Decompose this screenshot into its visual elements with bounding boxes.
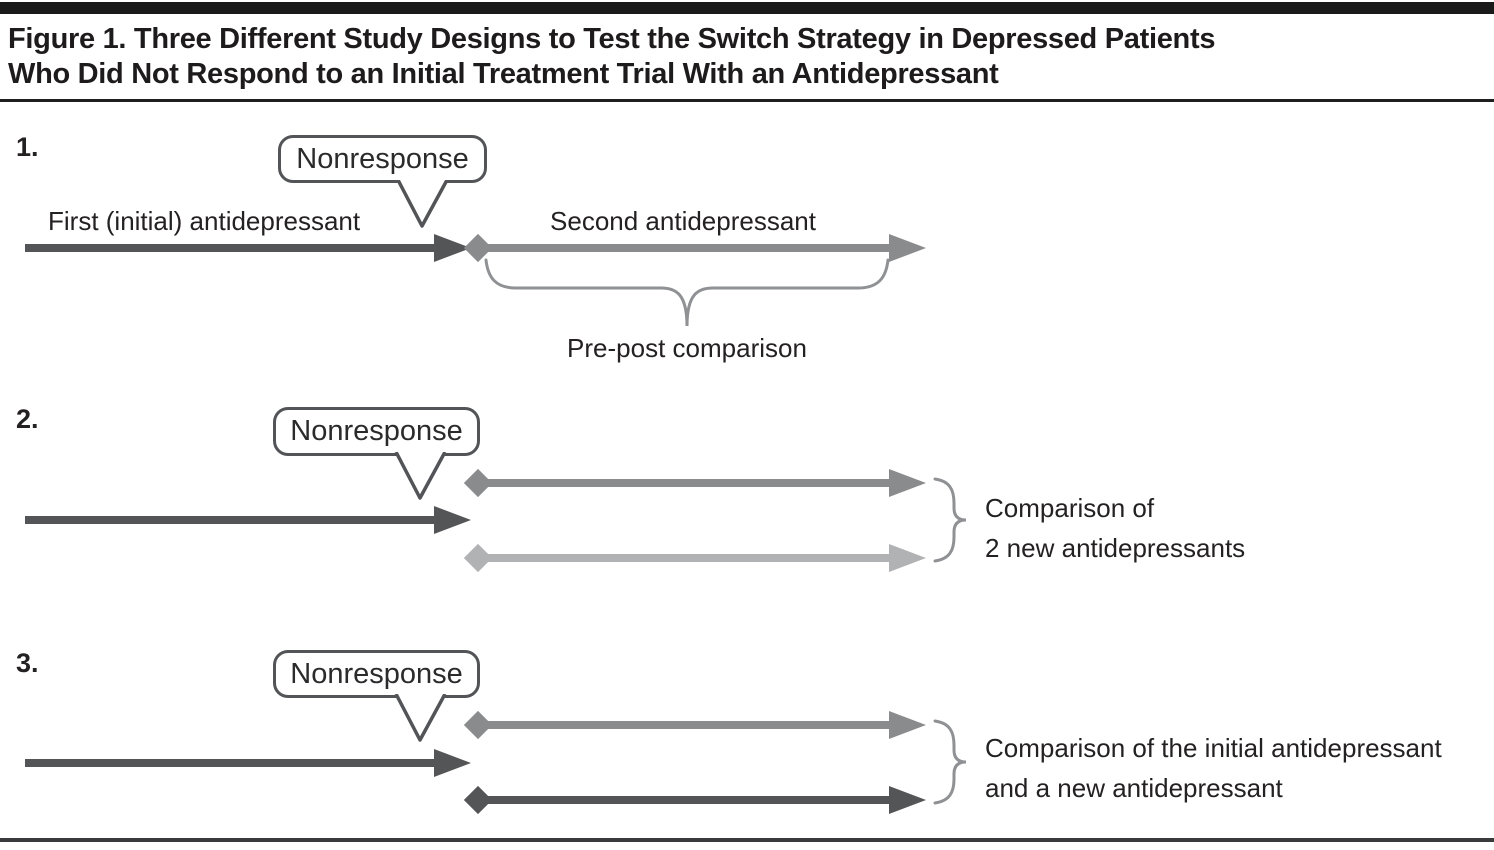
figure-title: Figure 1. Three Different Study Designs …	[8, 22, 1215, 92]
design-3-new-antidepressant-arrow	[487, 721, 889, 729]
design-1-nonresponse-label: Nonresponse	[296, 142, 469, 175]
design-1-first-arrow-label: First (initial) antidepressant	[48, 206, 361, 236]
design-3-initial-arrowhead-icon	[434, 749, 471, 777]
design-3-number: 3.	[16, 648, 39, 678]
design-1-initial-antidepressant-arrow	[25, 244, 434, 252]
design-3-callout-pointer-icon	[394, 694, 447, 742]
design-3-nonresponse-label: Nonresponse	[290, 657, 463, 690]
design-3-comparison-line1: Comparison of the initial antidepressant	[985, 733, 1442, 763]
design-1-prepost-brace	[484, 258, 890, 327]
design-3-comparison-line2: and a new antidepressant	[985, 773, 1283, 803]
design-2-callout-pointer-icon	[394, 452, 447, 500]
design-3-lower-arrowhead-icon	[889, 786, 926, 814]
figure-title-line1: Figure 1. Three Different Study Designs …	[8, 23, 1216, 55]
design-3-upper-arrowhead-icon	[889, 711, 926, 739]
design-1-number: 1.	[16, 132, 39, 162]
design-3-initial-antidepressant-arrow	[25, 759, 434, 767]
title-divider	[0, 99, 1494, 102]
design-2-comparison-line2: 2 new antidepressants	[985, 533, 1246, 563]
design-1-second-arrowhead-icon	[889, 234, 926, 262]
design-2-nonresponse-label: Nonresponse	[290, 415, 463, 447]
design-2-comparison-brace	[933, 477, 967, 563]
design-2-initial-arrowhead-icon	[434, 506, 471, 534]
design-2-comparison-label: Comparison of 2 new antidepressants	[985, 488, 1245, 568]
design-2-comparison-line1: Comparison of	[985, 493, 1155, 523]
figure-title-line2: Who Did Not Respond to an Initial Treatm…	[8, 58, 999, 90]
top-border-bar	[0, 2, 1494, 14]
design-3-comparison-brace	[933, 719, 967, 805]
design-1-nonresponse-callout: Nonresponse	[278, 135, 487, 183]
design-2-number: 2.	[16, 404, 39, 434]
design-3-continued-initial-arrow	[487, 796, 889, 804]
design-2-new-antidepressant-1-arrow	[487, 479, 889, 487]
design-2-upper-arrowhead-icon	[889, 469, 926, 497]
design-1-second-antidepressant-arrow	[487, 244, 889, 252]
design-2-new-antidepressant-2-arrow	[487, 554, 889, 562]
design-2-lower-arrowhead-icon	[889, 544, 926, 572]
design-2-initial-antidepressant-arrow	[25, 516, 434, 524]
design-3-comparison-label: Comparison of the initial antidepressant…	[985, 728, 1442, 808]
design-1-callout-pointer-icon	[396, 180, 449, 228]
design-1-second-arrow-label: Second antidepressant	[550, 206, 816, 236]
design-1-comparison-label: Pre-post comparison	[567, 333, 807, 363]
design-2-nonresponse-callout: Nonresponse	[273, 407, 480, 456]
design-3-nonresponse-callout: Nonresponse	[273, 650, 480, 698]
bottom-border-rule	[0, 838, 1494, 842]
